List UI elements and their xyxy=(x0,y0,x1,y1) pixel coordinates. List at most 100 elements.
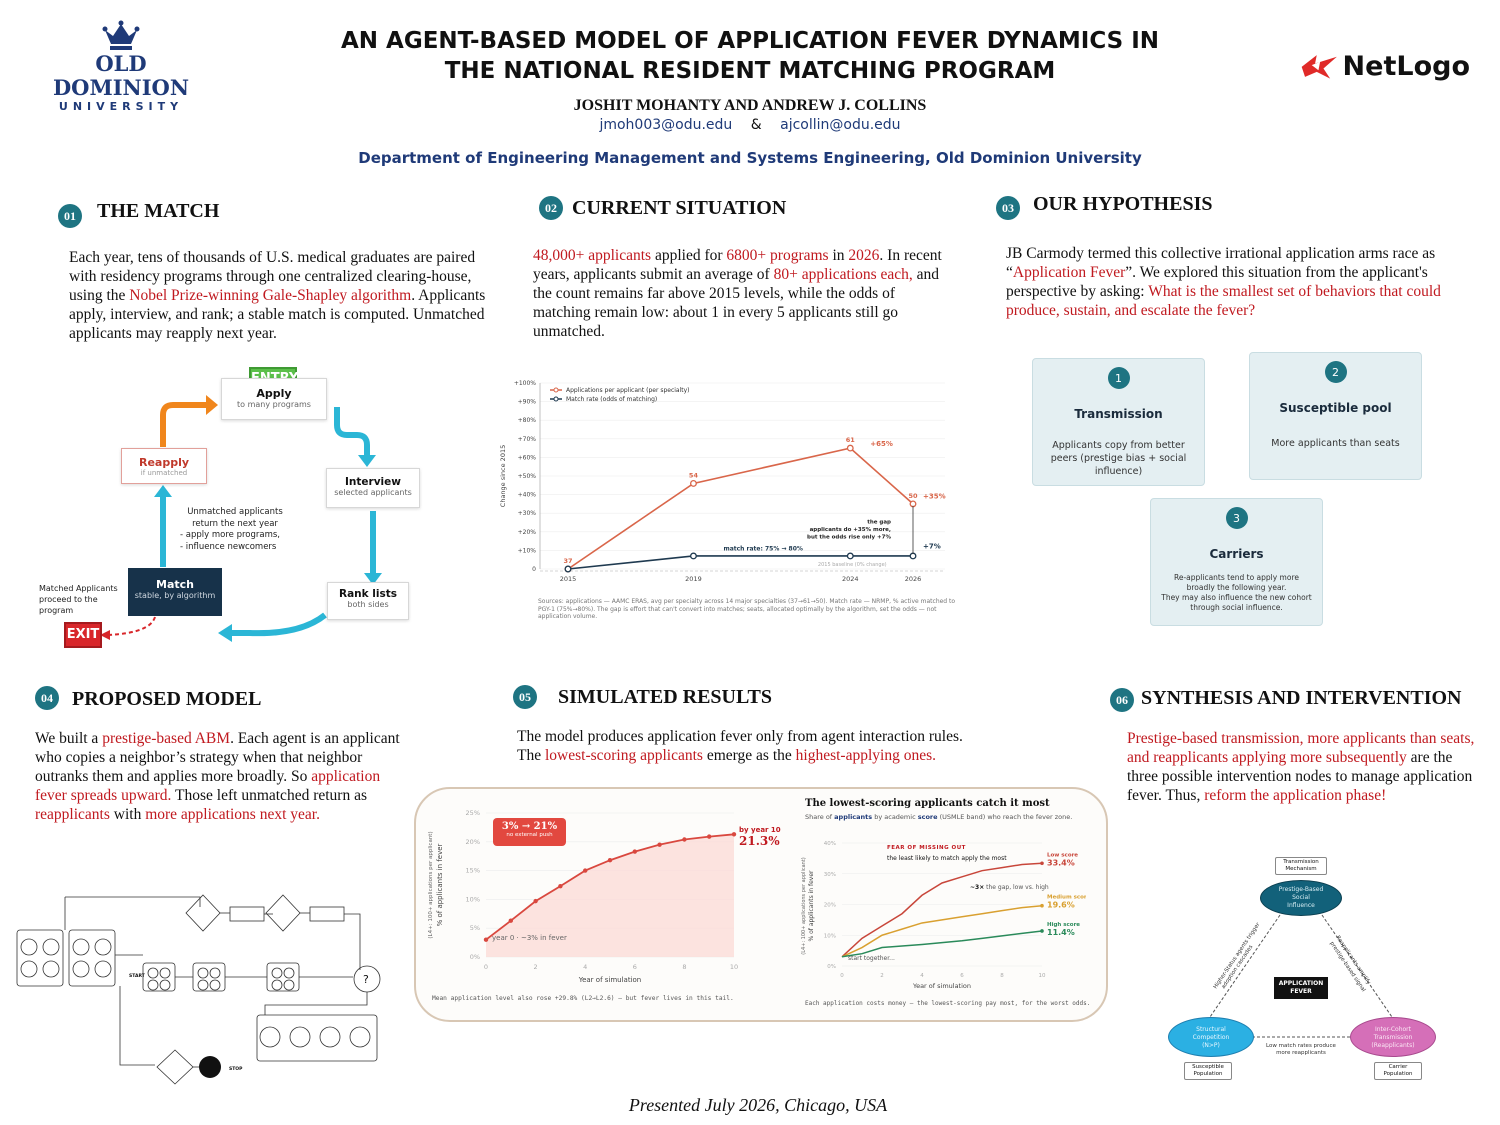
section-text-02: 48,000+ applicants applied for 6800+ pro… xyxy=(533,247,942,340)
rank-lists-node: Rank lists both sides xyxy=(327,582,409,620)
logo-text-sub: UNIVERSITY xyxy=(58,100,184,113)
section-text-01: Each year, tens of thousands of U.S. med… xyxy=(69,249,486,342)
chart3-end-point xyxy=(1040,929,1044,933)
chart3-xlabel: Year of simulation xyxy=(912,982,971,990)
netlogo-turtle-icon xyxy=(1301,55,1337,79)
chart3-ytick: 10% xyxy=(824,933,836,939)
score-footnote: Each application costs money — the lowes… xyxy=(805,1000,1091,1007)
chart2-point xyxy=(508,918,513,923)
odu-logo: OLD DOMINION UNIVERSITY xyxy=(28,20,214,113)
chart1-legend-marker xyxy=(553,387,559,393)
chart1-ytick: +70% xyxy=(518,436,537,443)
section-number-01: 01 xyxy=(58,204,82,228)
chart1-series-line xyxy=(567,555,913,570)
flow-start-label: START xyxy=(129,973,146,979)
interview-sub: selected applicants xyxy=(334,488,412,497)
chart3-end-point xyxy=(1040,861,1044,866)
section-number-02: 02 xyxy=(539,196,563,220)
chart1-ytick: +20% xyxy=(518,529,537,536)
growth-start-label: year 0 · ~3% in fever xyxy=(492,934,567,942)
chart1-annotation: the gap xyxy=(867,519,891,525)
chart1-ylabel: Change since 2015 xyxy=(499,445,507,507)
chart2-area xyxy=(486,834,734,957)
section-number-04: 04 xyxy=(35,686,59,710)
email-1[interactable]: jmoh003@odu.edu xyxy=(599,117,733,133)
section-heading-04: PROPOSED MODEL xyxy=(72,688,262,710)
chart1-point xyxy=(690,552,697,560)
growth-footnote: Mean application level also rose +29.8% … xyxy=(432,995,734,1002)
abm-flow-diagram: START STOP ? xyxy=(16,894,381,1085)
hypothesis-transmission: 1 Transmission Applicants copy from bett… xyxy=(1032,358,1205,486)
chart3-end-point xyxy=(1040,903,1044,908)
chart1-annotation: 2015 baseline (0% change) xyxy=(818,562,887,568)
chart1-legend-marker xyxy=(553,396,559,402)
chart2-ylabel: % of applicants in fever xyxy=(436,843,444,926)
chart1-annotation: but the odds rise only +7% xyxy=(807,534,891,540)
apply-node: Apply to many programs xyxy=(221,378,327,420)
chart2-point xyxy=(583,868,588,873)
chart3-series-value: 19.6% xyxy=(1047,901,1075,910)
chart3-ylabel: % of applicants in fever xyxy=(808,870,815,942)
chart1-xtick: 2024 xyxy=(842,575,859,583)
svg-text:more reapplicants: more reapplicants xyxy=(1276,1050,1326,1056)
chart1-ytick: +10% xyxy=(518,547,537,554)
section-text-05: The model produces application fever onl… xyxy=(517,728,963,764)
match-cycle-diagram: ENTRY Apply to many programs Interview s… xyxy=(30,345,480,655)
chart2-point xyxy=(657,842,662,847)
apply-label: Apply xyxy=(256,387,292,400)
chart3-series-line xyxy=(841,904,1043,958)
chart1-ytick: +90% xyxy=(518,399,537,406)
chart2-xtick: 0 xyxy=(484,963,488,971)
reapply-sub: if unmatched xyxy=(140,469,188,477)
section-text-06: Prestige-based transmission, more applic… xyxy=(1127,730,1475,804)
chart2-point xyxy=(731,832,737,837)
chart2-ytick: 20% xyxy=(466,838,480,846)
chart3-xtick: 10 xyxy=(1039,973,1046,979)
chart3-ylabel2: (L4+: 100+ applications per applicant) xyxy=(801,857,807,955)
title-line-2: THE NATIONAL RESIDENT MATCHING PROGRAM xyxy=(444,58,1056,84)
flow-question-label: ? xyxy=(363,973,369,986)
section-number-03: 03 xyxy=(996,196,1020,220)
chart1-ytick: +50% xyxy=(518,473,537,480)
apply-sub: to many programs xyxy=(237,400,311,409)
title-line-1: AN AGENT-BASED MODEL OF APPLICATION FEVE… xyxy=(340,28,1160,54)
rank-label: Rank lists xyxy=(338,588,397,600)
email-2[interactable]: ajcollin@odu.edu xyxy=(780,117,901,133)
fomo-sub: the least likely to match apply the most xyxy=(887,855,1007,862)
reapply-label: Reapply xyxy=(138,456,190,469)
start-together-label: start together... xyxy=(848,955,895,962)
chart1-ytick: +40% xyxy=(518,492,537,499)
chart1-xtick: 2015 xyxy=(560,575,577,583)
chart1-point xyxy=(846,552,854,560)
section-heading-02: CURRENT SITUATION xyxy=(572,197,787,219)
chart2-ytick: 5% xyxy=(470,924,480,932)
chart1-data-label: 50 xyxy=(908,492,918,500)
department: Department of Engineering Management and… xyxy=(358,149,1142,167)
svg-text:Higher-Status agents trigger: Higher-Status agents trigger xyxy=(1213,921,1262,990)
chart3-series-name: High score xyxy=(1047,922,1080,928)
chart3-xtick: 4 xyxy=(920,973,924,979)
chart1-source: Sources: applications — AAMC ERAS, avg p… xyxy=(538,598,956,620)
chart1-annotation: +35% xyxy=(923,492,946,500)
poster-title: AN AGENT-BASED MODEL OF APPLICATION FEVE… xyxy=(300,26,1200,86)
chart2-point xyxy=(483,937,489,942)
chart2-xtick: 6 xyxy=(633,963,637,971)
netlogo-logo: NetLogo xyxy=(1300,48,1470,84)
exit-sign: EXIT xyxy=(64,622,102,648)
interview-label: Interview xyxy=(345,476,401,488)
current-situation-chart: 0+10%+20%+30%+40%+50%+60%+70%+80%+90%+10… xyxy=(499,380,946,583)
match-label: Match xyxy=(156,578,194,591)
growth-badge-value: 3% → 21% xyxy=(501,821,558,832)
chart1-annotation: +7% xyxy=(923,543,941,551)
match-node: Match stable, by algorithm xyxy=(128,568,222,616)
unmatched-note: Unmatched applicants return the next yea… xyxy=(180,507,283,552)
email-separator: & xyxy=(750,117,762,133)
logo-text-main: OLD DOMINION xyxy=(52,51,190,100)
chart3-xtick: 0 xyxy=(840,973,844,979)
